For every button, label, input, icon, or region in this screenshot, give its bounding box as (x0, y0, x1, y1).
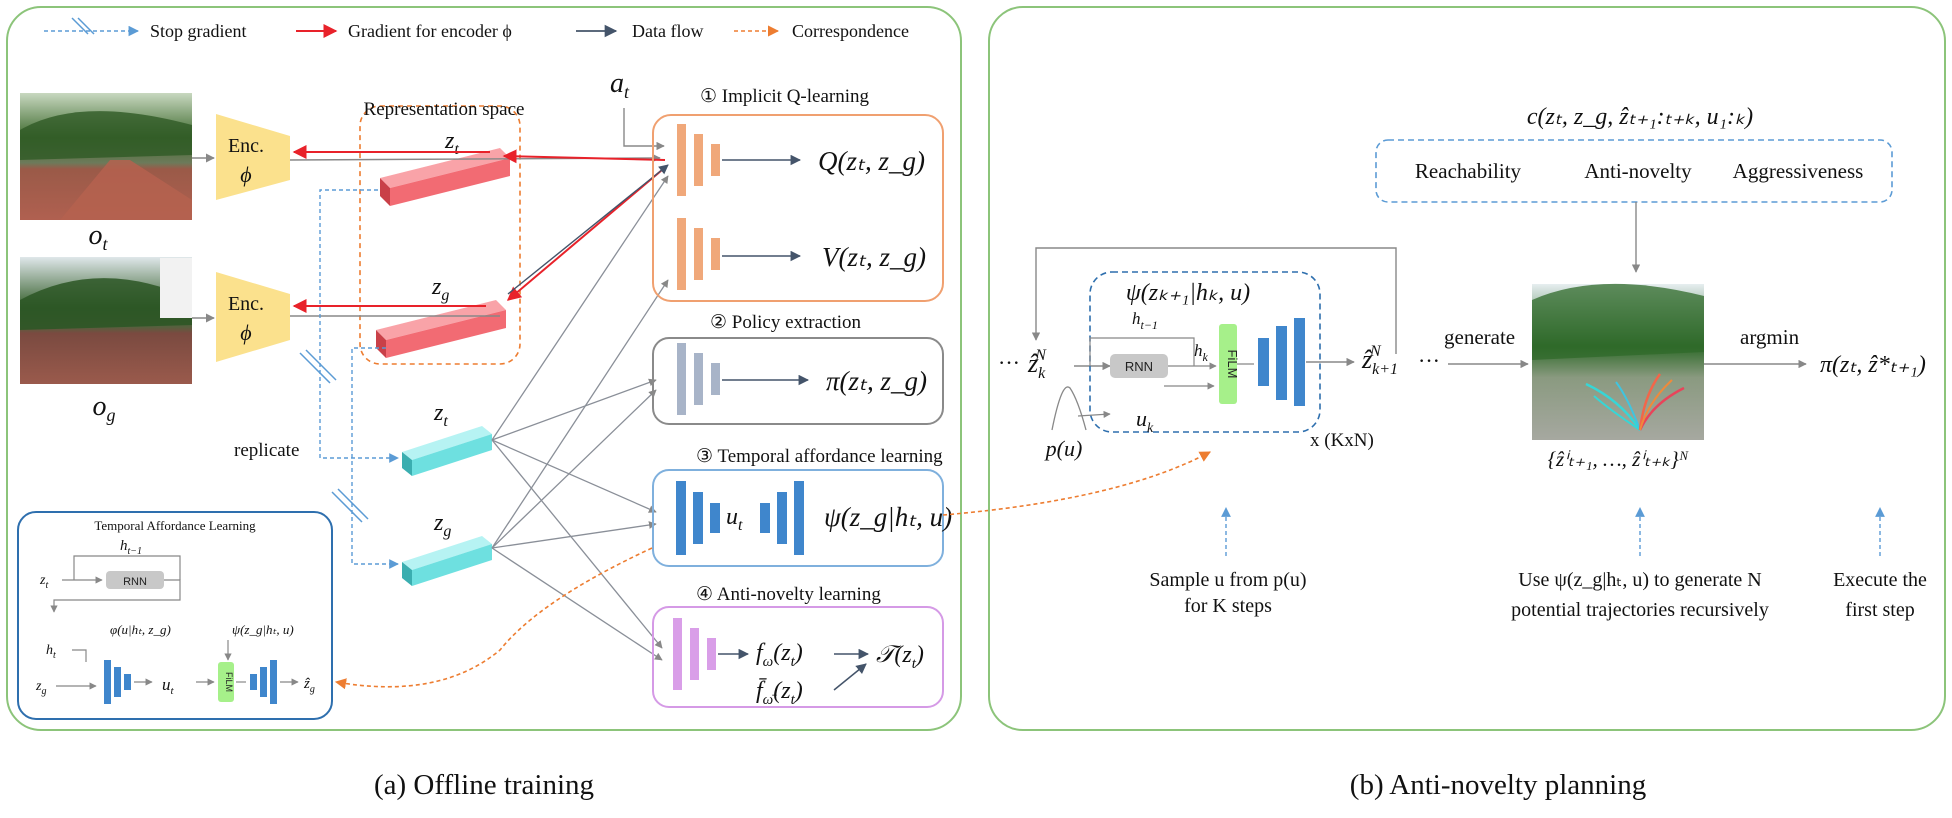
zhat-k: ẑkN (1027, 347, 1047, 382)
trajectory-set: {ẑⁱₜ₊₁, …, ẑⁱₜ₊ₖ}ᴺ (1548, 447, 1689, 471)
latent-zg-red (376, 300, 506, 358)
planning-h-t: hk (1194, 341, 1209, 364)
cost-function: c(zₜ, z_g, ẑₜ₊₁:ₜ₊ₖ, u₁:ₖ) (1527, 104, 1753, 130)
generate-label: generate (1444, 325, 1515, 349)
encoder-goal-symbol: ϕ (240, 320, 251, 345)
argmin-label: argmin (1740, 325, 1800, 349)
planning-panel (988, 6, 1946, 731)
affordance-output: ψ(z_g|hₜ, u) (824, 502, 952, 532)
novelty-title: ④ Anti-novelty learning (696, 584, 881, 605)
legend-data-flow-label: Data flow (632, 21, 703, 41)
policy-box: ② Policy extraction π(zₜ, z_g) (652, 312, 944, 425)
policy-output: π(zₜ, z_g) (826, 366, 927, 396)
planning-rnn: RNN (1125, 359, 1153, 374)
observation-image-current (20, 93, 192, 220)
policy-title: ② Policy extraction (710, 312, 862, 333)
latent-zt-label: zt (444, 128, 459, 158)
novelty-f-bar: f̄ω̄(zt) (756, 678, 803, 708)
encoder-goal: Enc. ϕ (216, 272, 290, 362)
inset-zhat: ẑg (303, 676, 315, 695)
action-label: at (610, 68, 630, 102)
latent-zg-cyan (402, 536, 492, 586)
legend-gradient-label: Gradient for encoder ϕ (348, 21, 512, 41)
iql-title: ① Implicit Q-learning (700, 86, 869, 107)
latent-zt-red (380, 148, 510, 206)
legend: Stop gradient Gradient for encoder ϕ Dat… (44, 17, 909, 41)
affordance-u-label: ut (726, 504, 743, 534)
p-u-curve (1051, 386, 1087, 431)
planning-output: π(zₜ, ẑ*ₜ₊₁) (1820, 352, 1926, 378)
affordance-title: ③ Temporal affordance learning (696, 446, 943, 467)
iql-v-output: V(zₜ, z_g) (822, 242, 926, 272)
encoder-goal-label: Enc. (228, 293, 264, 315)
inset-phi-label: φ(u|hₜ, z_g) (110, 622, 171, 637)
planning-caption: (b) Anti-novelty planning (1350, 769, 1646, 801)
iql-q-output: Q(zₜ, z_g) (818, 146, 925, 176)
inset-zg: zg (35, 679, 46, 697)
cost-reachability: Reachability (1415, 159, 1522, 183)
inset-h: ht (46, 643, 56, 661)
legend-correspondence: Correspondence (734, 21, 909, 41)
latent-zg-cyan-label: zg (433, 510, 451, 540)
cost-terms-box (1375, 139, 1893, 203)
legend-gradient: Gradient for encoder ϕ (296, 21, 512, 41)
encoder-current-symbol: ϕ (240, 162, 251, 187)
inset-psi-label: ψ(z_g|hₜ, u) (232, 622, 294, 637)
planning-film: FiLM (1225, 350, 1240, 379)
inset-zt: zt (39, 573, 48, 591)
planning-u: uk (1136, 406, 1154, 436)
correspondence-curve-inset (334, 547, 653, 690)
cost-aggressiveness: Aggressiveness (1733, 159, 1864, 183)
stop-gradient-paths (299, 189, 399, 569)
note-generate-line1: Use ψ(z_g|hₜ, u) to generate N (1518, 569, 1761, 591)
ellipsis-right: ··· (1418, 348, 1440, 373)
novelty-box: ④ Anti-novelty learning fω(zt) f̄ω̄(zt) … (652, 584, 944, 708)
encoder-current: Enc. ϕ (216, 114, 290, 200)
affordance-box: ③ Temporal affordance learning ut ψ(z_g|… (652, 446, 952, 567)
planning-module-box (1089, 271, 1321, 433)
correspondence-curve-planning (942, 451, 1211, 516)
inset-h-prev: ht−1 (120, 538, 142, 557)
zhat-k1: ẑk+1N (1361, 343, 1398, 378)
planning-psi-head: ψ(zₖ₊₁|hₖ, u) (1126, 280, 1250, 306)
obs-goal-label: og (93, 391, 116, 425)
legend-stop-gradient-label: Stop gradient (150, 21, 247, 41)
inset-title: Temporal Affordance Learning (94, 518, 256, 533)
planning-p-u: p(u) (1044, 436, 1083, 461)
planning-repeat: x (KxN) (1310, 430, 1374, 451)
encoder-current-label: Enc. (228, 135, 264, 157)
latent-zt-cyan (402, 426, 492, 476)
novelty-f-omega: fω(zt) (756, 640, 803, 670)
note-sample-line1: Sample u from p(u) (1149, 569, 1306, 591)
representation-space-title: Representation space (364, 99, 525, 120)
note-execute-line2: first step (1845, 599, 1914, 621)
inset-film: FiLM (224, 672, 234, 692)
legend-data-flow: Data flow (576, 21, 703, 41)
cost-anti-novelty: Anti-novelty (1584, 159, 1692, 183)
obs-current-label: ot (88, 220, 108, 254)
representation-space-box (359, 105, 521, 365)
legend-correspondence-label: Correspondence (792, 21, 909, 41)
replicate-label: replicate (234, 440, 299, 461)
offline-training-panel (6, 6, 962, 731)
fan-out-lines (491, 175, 669, 661)
latent-zt-cyan-label: zt (433, 400, 448, 430)
note-execute-line1: Execute the (1833, 569, 1927, 591)
observation-image-goal (20, 257, 192, 384)
offline-caption: (a) Offline training (374, 769, 594, 801)
ellipsis-left: ··· (998, 350, 1020, 375)
note-sample-line2: for K steps (1184, 595, 1272, 617)
iql-box: ① Implicit Q-learning Q(zₜ, z_g) V(zₜ, z… (652, 86, 944, 302)
note-generate-line2: potential trajectories recursively (1511, 599, 1769, 621)
inset-affordance-module: Temporal Affordance Learning ht−1 zt RNN… (17, 511, 333, 720)
novelty-output: 𝒯(zt) (876, 642, 924, 672)
legend-stop-gradient: Stop gradient (44, 17, 247, 41)
inset-u: ut (162, 675, 175, 697)
latent-zg-label: zg (431, 274, 449, 304)
trajectory-image (1532, 283, 1704, 440)
inset-rnn: RNN (123, 576, 147, 588)
planning-h-prev: ht−1 (1132, 309, 1158, 332)
